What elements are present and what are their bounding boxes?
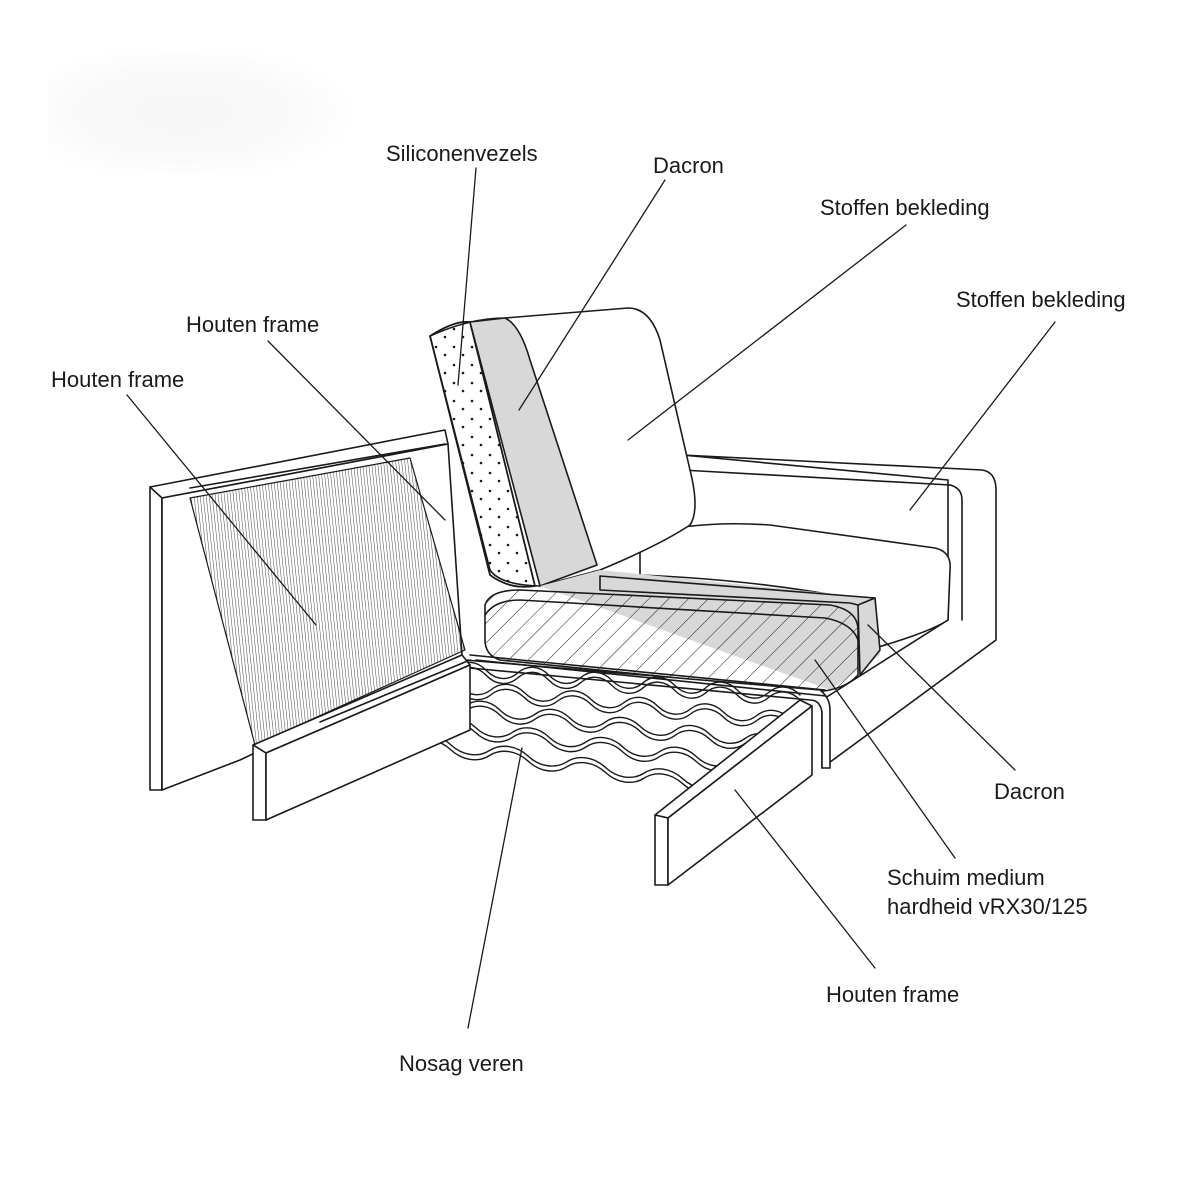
nosag-spring-wire <box>454 661 801 699</box>
nosag-spring-wire-shadow <box>424 682 791 727</box>
back-dacron-layer <box>469 317 598 587</box>
label-dacron-right: Dacron <box>994 779 1065 804</box>
nosag-spring-wire-shadow <box>454 666 801 704</box>
label-schuim: Schuim medium hardheid vRX30/125 <box>887 863 1088 921</box>
leader-dacron-top <box>518 179 666 411</box>
label-houten-frame-bottom: Houten frame <box>826 982 960 1007</box>
label-stoffen-bekleding-1: Stoffen bekleding <box>820 195 990 220</box>
leader-siliconenvezels <box>457 167 477 386</box>
blurred-logo-area <box>48 48 348 178</box>
leader-houten-frame-back <box>126 394 317 626</box>
leader-houten-frame-side <box>267 340 446 521</box>
left-bottom-rail <box>252 654 471 821</box>
label-houten-frame-side: Houten frame <box>186 312 320 337</box>
leader-lines <box>126 167 1056 1029</box>
leader-schuim <box>814 659 956 859</box>
nosag-spring-wire <box>424 677 791 722</box>
label-stoffen-bekleding-2: Stoffen bekleding <box>956 287 1126 312</box>
label-houten-frame-back: Houten frame <box>51 367 185 392</box>
label-siliconenvezels: Siliconenvezels <box>386 141 538 166</box>
leader-stoffen-bekleding-1 <box>627 224 907 441</box>
left-side-frame <box>149 429 466 791</box>
label-schuim-line2: hardheid vRX30/125 <box>887 894 1088 919</box>
label-schuim-line1: Schuim medium <box>887 865 1045 890</box>
front-frame-rail <box>464 654 831 769</box>
leader-stoffen-bekleding-2 <box>909 321 1056 511</box>
leader-dacron-right <box>867 624 1016 771</box>
label-nosag-veren: Nosag veren <box>399 1051 524 1076</box>
seat-foam <box>484 570 881 693</box>
back-frame-webbing <box>189 457 466 746</box>
leader-houten-frame-bottom <box>734 789 876 969</box>
back-cushion <box>429 307 696 588</box>
leader-nosag-veren <box>467 747 523 1029</box>
label-dacron-top: Dacron <box>653 153 724 178</box>
